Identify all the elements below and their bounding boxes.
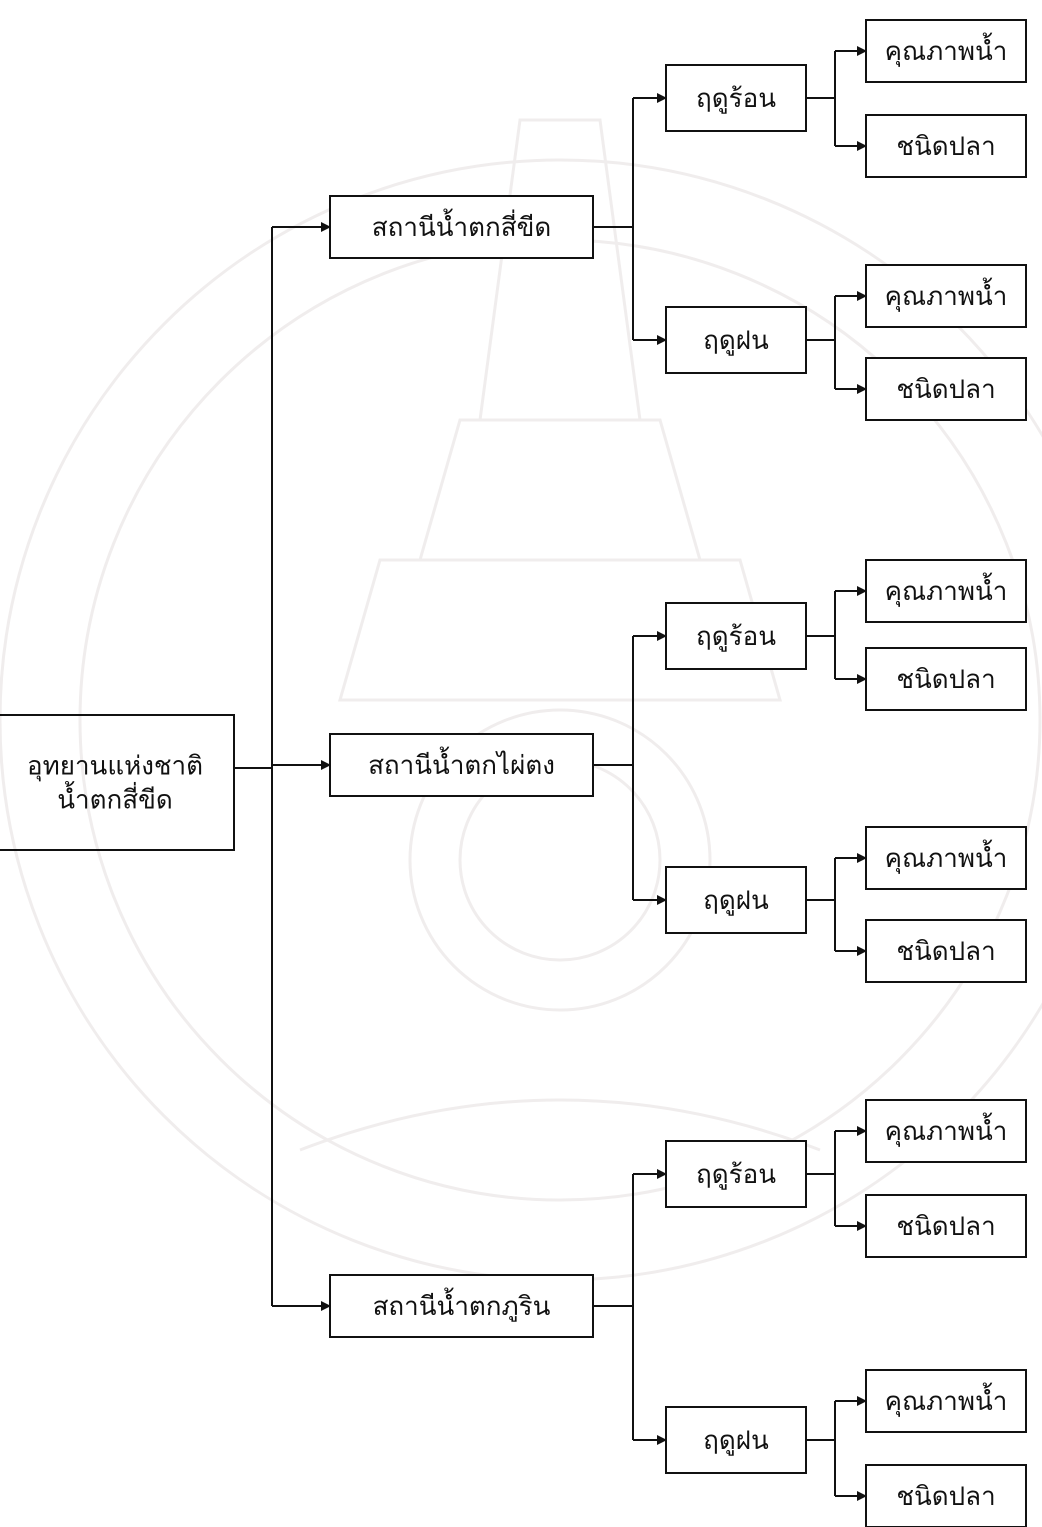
root-node-label: อุทยานแห่งชาติ bbox=[27, 752, 203, 782]
item-fish-species: ชนิดปลา bbox=[865, 919, 1027, 983]
season-node-summer: ฤดูร้อน bbox=[665, 602, 807, 670]
station-node-2-label: สถานีน้ำตกไผ่ตง bbox=[368, 746, 555, 781]
season-node-summer-label: ฤดูร้อน bbox=[696, 84, 776, 114]
item-fish-species-label: ชนิดปลา bbox=[896, 375, 995, 405]
item-water-quality-label: คุณภาพน้ำ bbox=[885, 277, 1008, 312]
item-water-quality-label: คุณภาพน้ำ bbox=[885, 1112, 1008, 1147]
item-water-quality-label: คุณภาพน้ำ bbox=[885, 1382, 1008, 1417]
station-node-1: สถานีน้ำตกสี่ขีด bbox=[329, 195, 594, 259]
item-water-quality-label: คุณภาพน้ำ bbox=[885, 839, 1008, 874]
item-fish-species-label: ชนิดปลา bbox=[896, 937, 995, 967]
season-node-rainy: ฤดูฝน bbox=[665, 1406, 807, 1474]
station-node-2: สถานีน้ำตกไผ่ตง bbox=[329, 733, 594, 797]
item-fish-species-label: ชนิดปลา bbox=[896, 1482, 995, 1512]
item-water-quality-label: คุณภาพน้ำ bbox=[885, 32, 1008, 67]
item-water-quality-label: คุณภาพน้ำ bbox=[885, 572, 1008, 607]
item-fish-species: ชนิดปลา bbox=[865, 114, 1027, 178]
item-water-quality: คุณภาพน้ำ bbox=[865, 1099, 1027, 1163]
season-node-summer-label: ฤดูร้อน bbox=[696, 622, 776, 652]
season-node-summer: ฤดูร้อน bbox=[665, 1140, 807, 1208]
item-fish-species: ชนิดปลา bbox=[865, 1194, 1027, 1258]
item-fish-species: ชนิดปลา bbox=[865, 1464, 1027, 1527]
root-node-label: น้ำตกสี่ขีด bbox=[57, 781, 173, 816]
station-node-3-label: สถานีน้ำตกภูริน bbox=[373, 1287, 551, 1322]
season-node-rainy: ฤดูฝน bbox=[665, 866, 807, 934]
station-node-3: สถานีน้ำตกภูริน bbox=[329, 1274, 594, 1338]
item-fish-species-label: ชนิดปลา bbox=[896, 1212, 995, 1242]
season-node-rainy-label: ฤดูฝน bbox=[703, 1426, 769, 1456]
item-water-quality: คุณภาพน้ำ bbox=[865, 19, 1027, 83]
item-fish-species-label: ชนิดปลา bbox=[896, 665, 995, 695]
item-water-quality: คุณภาพน้ำ bbox=[865, 1369, 1027, 1433]
root-node: อุทยานแห่งชาติน้ำตกสี่ขีด bbox=[0, 714, 235, 851]
station-node-1-label: สถานีน้ำตกสี่ขีด bbox=[372, 208, 552, 243]
item-water-quality: คุณภาพน้ำ bbox=[865, 826, 1027, 890]
season-node-summer: ฤดูร้อน bbox=[665, 64, 807, 132]
season-node-rainy-label: ฤดูฝน bbox=[703, 326, 769, 356]
item-water-quality: คุณภาพน้ำ bbox=[865, 559, 1027, 623]
item-fish-species: ชนิดปลา bbox=[865, 357, 1027, 421]
season-node-rainy: ฤดูฝน bbox=[665, 306, 807, 374]
item-water-quality: คุณภาพน้ำ bbox=[865, 264, 1027, 328]
item-fish-species-label: ชนิดปลา bbox=[896, 132, 995, 162]
season-node-summer-label: ฤดูร้อน bbox=[696, 1160, 776, 1190]
item-fish-species: ชนิดปลา bbox=[865, 647, 1027, 711]
season-node-rainy-label: ฤดูฝน bbox=[703, 886, 769, 916]
